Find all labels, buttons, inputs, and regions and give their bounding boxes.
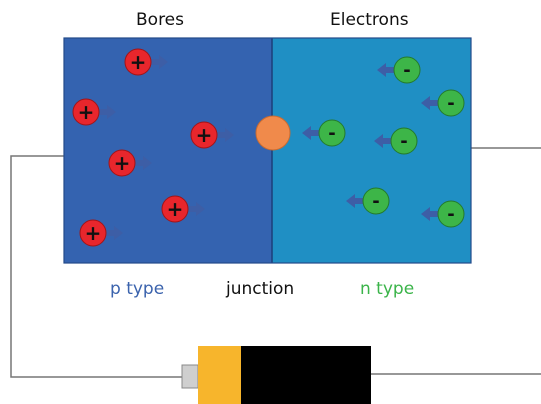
- left-wire: [10, 155, 182, 378]
- p-type-label: p type: [110, 279, 165, 299]
- plus-sign: +: [85, 221, 102, 245]
- plus-sign: +: [130, 50, 147, 74]
- arrow-left-icon: [302, 126, 320, 140]
- electron-carrier: -: [374, 127, 418, 155]
- electron-circle: [437, 200, 465, 228]
- battery-terminal: [181, 364, 199, 389]
- junction-label: junction: [226, 279, 295, 299]
- n-type-label: n type: [360, 279, 415, 299]
- arrow-right-icon: [216, 128, 234, 142]
- minus-sign: -: [447, 204, 454, 225]
- hole-circle: [190, 121, 218, 149]
- holes-label: Bores: [136, 10, 184, 30]
- electron-carrier: -: [377, 56, 421, 84]
- battery-icon: [181, 346, 371, 404]
- electron-circle: [393, 56, 421, 84]
- electron-circle: [390, 127, 418, 155]
- electron-circle: [318, 119, 346, 147]
- arrow-left-icon: [421, 207, 439, 221]
- hole-circle: [72, 98, 100, 126]
- minus-sign: -: [328, 123, 335, 144]
- battery-body: [241, 346, 371, 404]
- arrow-left-icon: [374, 134, 392, 148]
- minus-sign: -: [400, 131, 407, 152]
- arrow-right-icon: [150, 55, 168, 69]
- electron-carrier: -: [346, 187, 390, 215]
- hole-carrier: +: [72, 98, 116, 126]
- hole-carrier: +: [161, 195, 205, 223]
- hole-carrier: +: [108, 149, 152, 177]
- minus-sign: -: [372, 191, 379, 212]
- device-border: [63, 37, 472, 264]
- hole-carrier: +: [190, 121, 234, 149]
- minus-sign: -: [447, 93, 454, 114]
- electron-carrier: -: [421, 200, 465, 228]
- electron-circle: [437, 89, 465, 117]
- hole-carrier: +: [79, 219, 123, 247]
- electron-circle: [362, 187, 390, 215]
- junction-dot: [255, 115, 291, 151]
- hole-circle: [79, 219, 107, 247]
- arrow-right-icon: [134, 156, 152, 170]
- arrow-right-icon: [105, 226, 123, 240]
- electrons-label: Electrons: [330, 10, 409, 30]
- arrow-right-icon: [98, 105, 116, 119]
- hole-circle: [108, 149, 136, 177]
- plus-sign: +: [167, 197, 184, 221]
- electron-carrier: -: [302, 119, 346, 147]
- plus-sign: +: [196, 123, 213, 147]
- arrow-left-icon: [421, 96, 439, 110]
- arrow-left-icon: [377, 63, 395, 77]
- hole-circle: [161, 195, 189, 223]
- hole-carrier: +: [124, 48, 168, 76]
- minus-sign: -: [403, 60, 410, 81]
- battery-positive-cap: [198, 346, 241, 404]
- electron-carrier: -: [421, 89, 465, 117]
- hole-circle: [124, 48, 152, 76]
- arrow-right-icon: [187, 202, 205, 216]
- arrow-left-icon: [346, 194, 364, 208]
- plus-sign: +: [78, 100, 95, 124]
- n-region: [272, 38, 471, 263]
- plus-sign: +: [114, 151, 131, 175]
